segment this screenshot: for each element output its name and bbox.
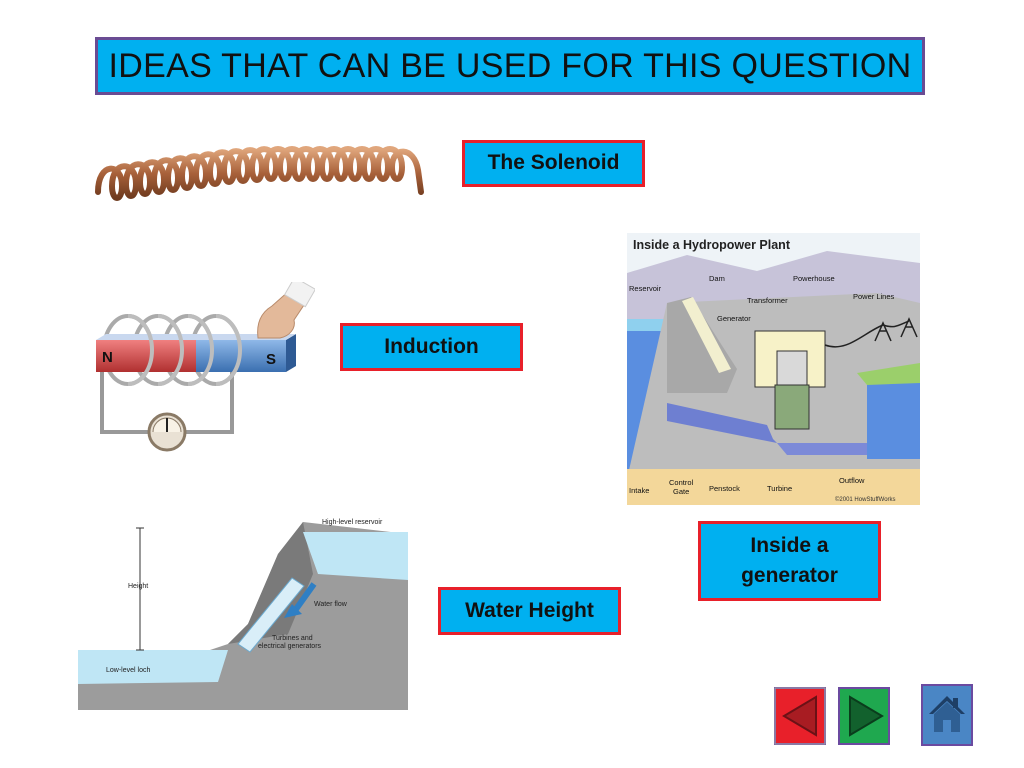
hydro-label-reservoir: Reservoir [629, 284, 662, 293]
water-label-height: Height [128, 583, 148, 590]
hydro-label-turbine: Turbine [767, 484, 792, 493]
home-icon [929, 696, 965, 732]
hydro-label-transformer: Transformer [747, 296, 788, 305]
hydropower-plant-diagram: Inside a Hydropower Plant Reservoir Dam … [627, 233, 920, 505]
water-label-high-reservoir: High-level reservoir [322, 519, 383, 526]
induction-label: Induction [340, 323, 523, 371]
magnet-north-pole: N [102, 349, 113, 366]
water-height-label-text: Water Height [465, 598, 594, 622]
slide-title: IDEAS THAT CAN BE USED FOR THIS QUESTION [108, 46, 912, 85]
induction-label-text: Induction [384, 334, 479, 358]
water-height-label: Water Height [438, 587, 621, 635]
water-label-turbines-2: electrical generators [258, 643, 322, 650]
home-button[interactable] [921, 684, 973, 746]
hydro-label-control-2: Gate [673, 487, 689, 496]
solenoid-image [95, 146, 424, 231]
hydro-label-penstock: Penstock [709, 484, 740, 493]
back-button[interactable] [774, 687, 826, 745]
water-height-diagram: High-level reservoir Height Water flow T… [78, 514, 408, 710]
generator-label: Inside a generator [698, 521, 881, 601]
hydro-label-outflow: Outflow [839, 476, 865, 485]
solenoid-label-text: The Solenoid [487, 151, 620, 175]
back-arrow-icon [782, 695, 817, 737]
forward-button[interactable] [838, 687, 890, 745]
hydro-label-dam: Dam [709, 274, 725, 283]
hydro-label-control-1: Control [669, 478, 694, 487]
generator-label-line1: Inside a [750, 533, 829, 557]
magnet-south-pole: S [266, 351, 276, 368]
hydro-label-generator: Generator [717, 314, 751, 323]
forward-arrow-icon [849, 695, 884, 737]
water-label-turbines-1: Turbines and [272, 635, 313, 642]
slide-title-box: IDEAS THAT CAN BE USED FOR THIS QUESTION [95, 37, 925, 95]
water-label-water-flow: Water flow [314, 601, 348, 608]
hydro-label-intake: Intake [629, 486, 649, 495]
hydro-label-powerhouse: Powerhouse [793, 274, 835, 283]
hydro-copyright: ©2001 HowStuffWorks [835, 496, 896, 503]
hand-icon [257, 282, 315, 339]
water-label-low-loch: Low-level loch [106, 667, 150, 674]
induction-diagram: N S [96, 282, 315, 452]
hydro-label-power-lines: Power Lines [853, 292, 895, 301]
generator-label-line2: generator [741, 564, 838, 587]
hydropower-title: Inside a Hydropower Plant [633, 238, 791, 252]
solenoid-label: The Solenoid [462, 140, 645, 187]
